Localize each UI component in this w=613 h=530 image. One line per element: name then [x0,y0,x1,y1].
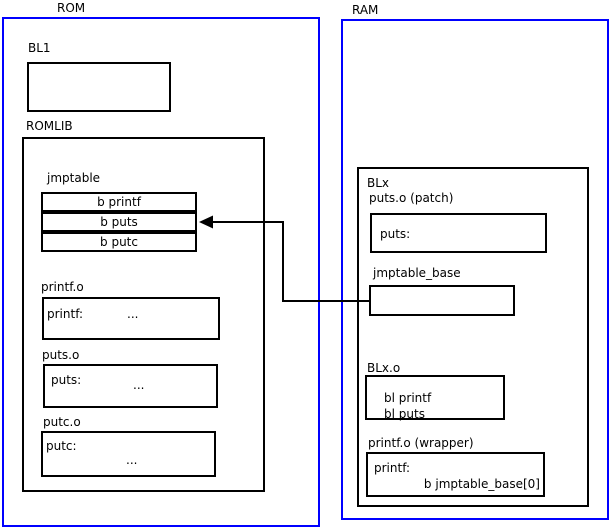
puts-ellipsis: ... [133,378,145,392]
putc-ellipsis: ... [126,453,138,467]
printf-o-label: printf.o [41,280,84,294]
puts-o-label: puts.o [42,348,80,362]
jmptable-entry-printf: b printf [41,192,197,212]
ram-region-label: RAM [352,3,379,17]
blx-o-label: BLx.o [367,361,401,375]
blx-label: BLx [367,176,390,190]
putc-o-box: putc: ... [41,431,216,477]
puts-patch-label: puts.o (patch) [369,191,454,205]
blx-box [357,167,589,507]
jmptable-label: jmptable [47,171,101,185]
jmptable-entry-putc: b putc [41,232,197,252]
rom-region-label: ROM [57,1,86,15]
puts-o-box: puts: ... [43,364,218,408]
romlib-box [22,137,265,492]
jmptable-base-label: jmptable_base [373,266,461,280]
printf-ellipsis: ... [127,307,139,321]
puts-patch-box: puts: [370,213,547,253]
jmptable-base-box [369,285,515,316]
printf-wrapper-label: printf.o (wrapper) [368,436,474,450]
printf-symbol: printf: [47,307,84,321]
bl1-box [27,62,171,112]
printf-wrapper-symbol: printf: [374,461,411,475]
putc-o-label: putc.o [43,415,81,429]
bl1-label: BL1 [28,41,51,55]
romlib-label: ROMLIB [26,119,73,133]
blx-o-box: bl printf bl puts [365,375,505,421]
puts-patch-symbol: puts: [380,227,411,241]
puts-symbol: puts: [51,373,82,387]
putc-symbol: putc: [46,439,77,453]
jmptable-entry-puts: b puts [41,212,197,232]
printf-wrapper-instruction: b jmptable_base[0] [423,477,540,491]
printf-o-box: printf: ... [42,297,220,340]
jmptable-box: b printf b puts b putc [41,192,197,252]
printf-wrapper-box: printf: b jmptable_base[0] [366,452,545,497]
blx-o-bl-puts: bl puts [384,407,425,421]
blx-o-bl-printf: bl printf [384,391,432,405]
